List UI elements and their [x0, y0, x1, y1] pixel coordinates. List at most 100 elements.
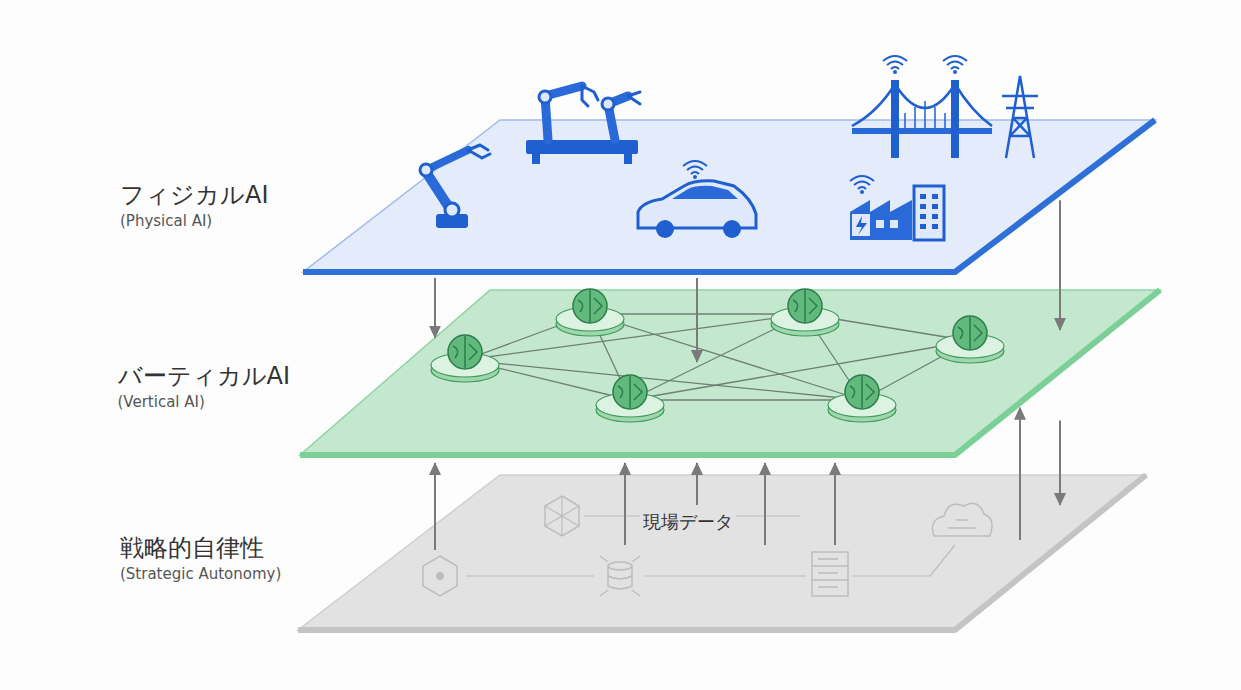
- power-pylon-icon: [1002, 76, 1038, 158]
- bridge-icon: [944, 113, 946, 128]
- wifi-symbol: [683, 161, 707, 166]
- plane-edge: [300, 290, 1160, 455]
- layer-subtitle: (Vertical AI): [118, 392, 291, 412]
- car-icon: [638, 181, 756, 238]
- ai-model-node: [613, 375, 647, 409]
- wifi-symbol: [887, 62, 903, 66]
- cloud-icon: [948, 520, 976, 528]
- flow-arrow: [434, 463, 436, 550]
- robot-arm-icon: [436, 214, 468, 228]
- robot-cell-icon: [624, 154, 632, 164]
- wifi-symbol: [893, 70, 897, 74]
- database-icon: [600, 556, 640, 596]
- ai-network-lines: [465, 314, 805, 360]
- database-icon: [608, 562, 632, 570]
- factory-icon: [856, 216, 867, 235]
- layer-title: 戦略的自律性: [120, 532, 281, 564]
- ai-model-node: [618, 376, 642, 408]
- layer-plane: バーティカルAI(Vertical AI): [298, 287, 1162, 459]
- database-icon: [600, 556, 640, 596]
- network-icon: [423, 556, 457, 596]
- ai-model-node: [771, 312, 839, 336]
- ai-model-node: [431, 358, 499, 382]
- factory-icon: [850, 200, 912, 240]
- ai-network-lines: [590, 314, 630, 400]
- wifi-symbol: [850, 176, 874, 181]
- bridge-icon: [914, 107, 916, 128]
- plane-surface: [298, 475, 1146, 630]
- bridge-icon: [852, 84, 992, 126]
- factory-icon: [876, 220, 884, 228]
- ai-model-node: [953, 316, 987, 350]
- layer-title: バーティカルAI: [118, 360, 291, 392]
- factory-icon: [932, 224, 938, 229]
- network-icon: [545, 496, 579, 536]
- ai-model-node: [850, 376, 874, 408]
- ai-model-node: [556, 289, 624, 336]
- ai-model-node: [828, 398, 896, 422]
- robot-arm-icon: [426, 172, 452, 212]
- plane-edge: [303, 120, 1155, 272]
- wifi-symbol: [858, 187, 866, 189]
- layer-title: フィジカルAI: [120, 179, 269, 211]
- infrastructure-links: [466, 516, 955, 576]
- ai-model-node: [788, 289, 822, 323]
- wifi-symbol: [691, 172, 699, 174]
- layer-plane: フィジカルAI(Physical AI): [300, 115, 1158, 275]
- bridge-icon: [951, 80, 959, 158]
- ai-model-node: [448, 335, 482, 369]
- wifi-symbol: [883, 56, 907, 74]
- wifi-symbol: [687, 167, 703, 171]
- robot-cell-icon: [608, 96, 628, 140]
- ai-model-node: [431, 353, 499, 377]
- network-icon: [436, 572, 444, 580]
- robot-cell-icon: [539, 91, 551, 103]
- ai-model-node: [596, 375, 664, 422]
- car-icon: [638, 181, 756, 228]
- flow-arrow: [764, 463, 766, 545]
- ai-model-node: [771, 307, 839, 331]
- robot-cell-icon: [582, 86, 598, 106]
- ai-model-node: [845, 375, 879, 409]
- wifi-symbol: [891, 67, 899, 69]
- ai-model-node: [958, 317, 982, 349]
- wifi-symbol: [883, 56, 907, 61]
- robot-cell-icon: [526, 140, 638, 154]
- wifi-symbol: [850, 176, 874, 194]
- car-icon: [723, 220, 741, 238]
- ai-model-node: [573, 289, 607, 323]
- network-icon: [423, 556, 457, 596]
- network-icon: [545, 496, 579, 536]
- layer-plane: 戦略的自律性(Strategic Autonomy): [296, 472, 1150, 634]
- ai-network-lines: [465, 314, 970, 400]
- flow-arrow: [1059, 421, 1061, 506]
- car-icon: [672, 186, 738, 199]
- ai-network-lines: [805, 314, 970, 341]
- factory-icon: [914, 186, 944, 240]
- ai-network-lines: [590, 314, 862, 400]
- database-icon: [608, 566, 632, 589]
- ai-model-node: [556, 307, 624, 331]
- factory-icon: [932, 194, 938, 199]
- factory-icon: [920, 224, 926, 229]
- bridge-icon: [924, 101, 926, 128]
- flow-arrow: [696, 278, 698, 362]
- wifi-symbol: [947, 62, 963, 66]
- bridge-icon: [852, 128, 992, 134]
- factory-icon: [852, 214, 870, 236]
- ai-model-node: [596, 398, 664, 422]
- ai-model-node: [556, 312, 624, 336]
- ai-model-node: [936, 339, 1004, 363]
- ai-network-lines: [465, 360, 630, 400]
- robot-arm-icon: [420, 164, 432, 176]
- bridge-icon: [934, 107, 936, 128]
- plane-label: 現場データ: [640, 511, 736, 533]
- layer-subtitle: (Physical AI): [120, 211, 269, 231]
- factory-icon: [920, 204, 926, 209]
- ai-model-node: [936, 334, 1004, 358]
- power-pylon-icon: [1002, 76, 1038, 158]
- wifi-symbol: [953, 70, 957, 74]
- factory-icon: [932, 204, 938, 209]
- factory-icon: [850, 186, 944, 240]
